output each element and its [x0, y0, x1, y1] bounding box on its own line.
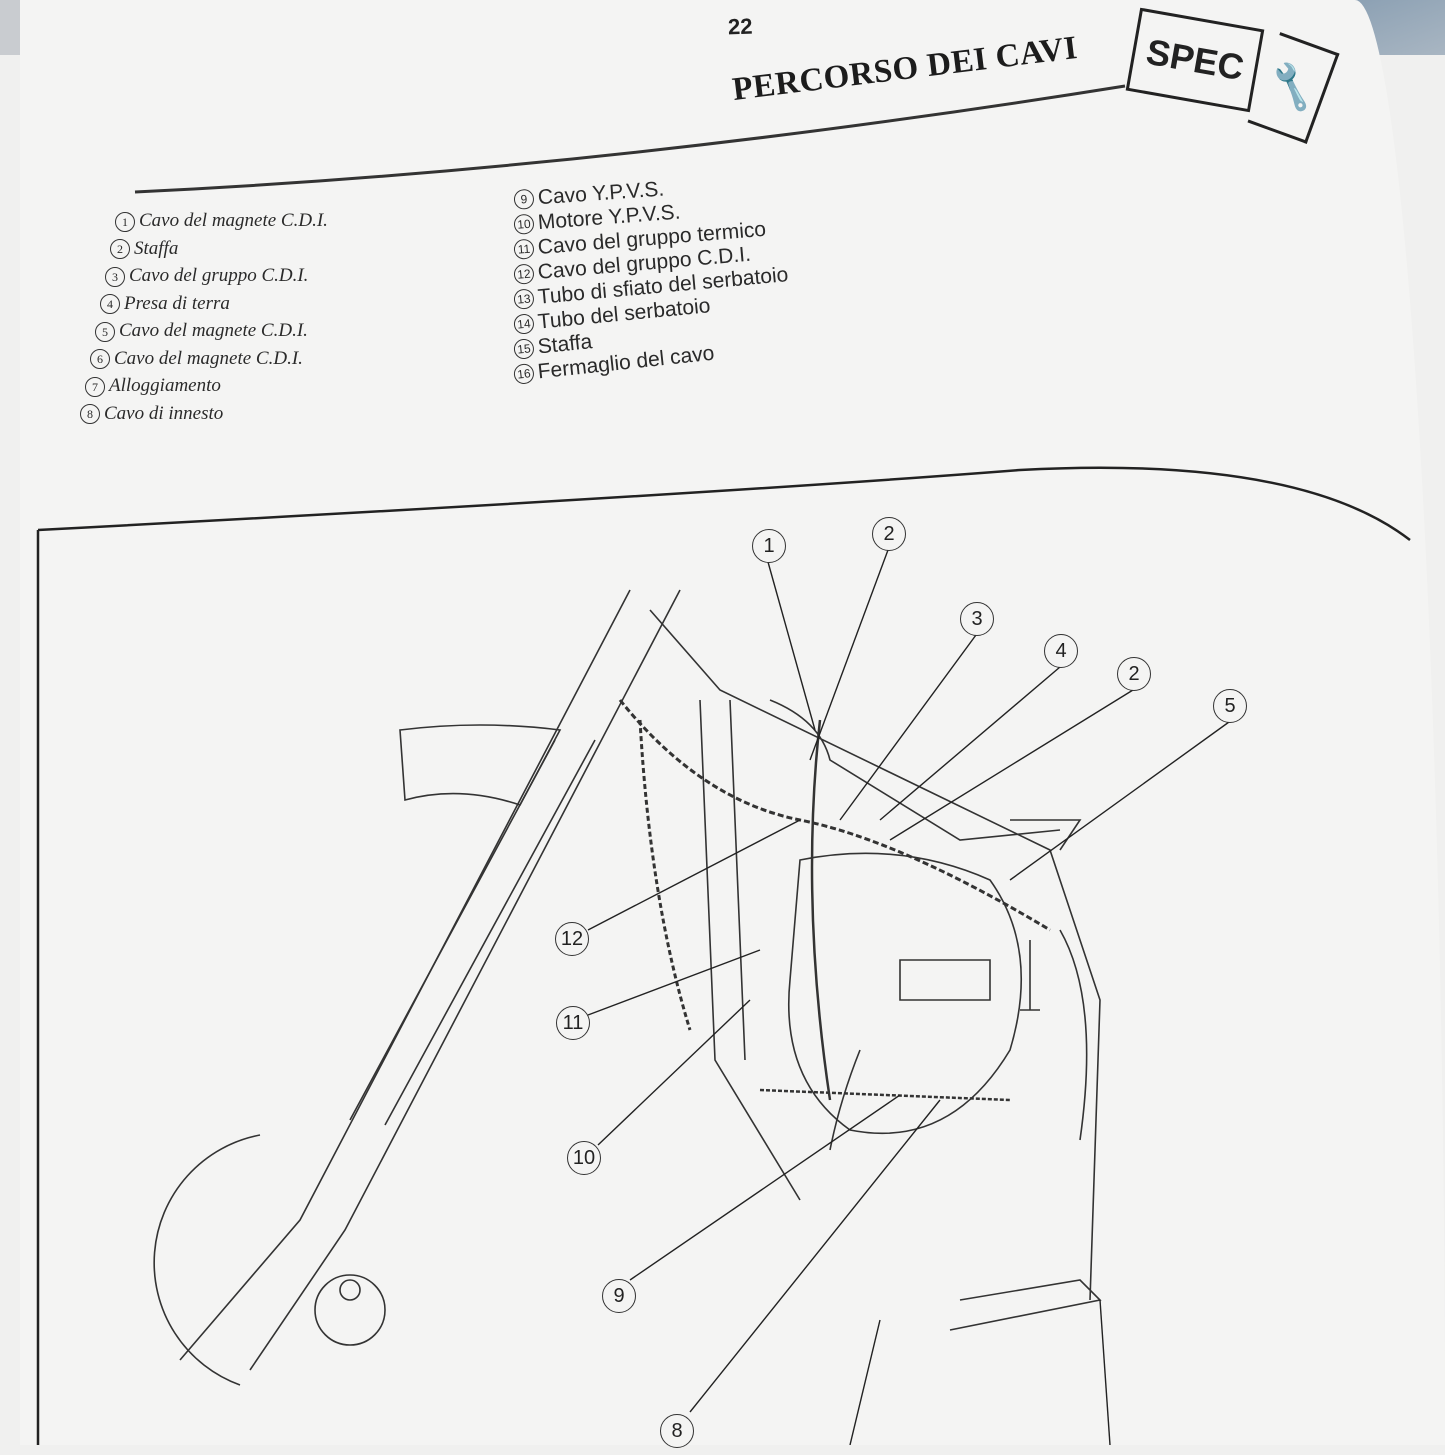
callout-1: 1	[752, 529, 786, 563]
legend-text: Staffa	[134, 237, 179, 259]
callout-5: 5	[1213, 689, 1247, 723]
legend-number: 1	[115, 211, 135, 232]
legend-text: Cavo del magnete C.D.I.	[139, 210, 328, 231]
legend-number: 3	[105, 266, 125, 287]
callout-8: 8	[660, 1414, 694, 1448]
legend-text: Cavo del magnete C.D.I.	[114, 347, 303, 369]
legend-number: 2	[110, 239, 130, 260]
legend-text: Cavo del gruppo C.D.I.	[129, 265, 309, 286]
legend-number: 8	[80, 404, 100, 425]
legend-number: 5	[95, 321, 115, 342]
callout-11: 11	[556, 1006, 590, 1040]
legend-text: Presa di terra	[124, 292, 230, 314]
callout-4: 4	[1044, 634, 1078, 668]
callout-9: 9	[602, 1279, 636, 1313]
legend-text: Cavo del magnete C.D.I.	[119, 320, 308, 341]
callout-2: 2	[1117, 657, 1151, 691]
callout-3: 3	[960, 602, 994, 636]
callout-12: 12	[555, 922, 589, 956]
callout-2: 2	[872, 517, 906, 551]
manual-page	[20, 0, 1445, 1445]
legend-number: 4	[100, 294, 120, 315]
callout-10: 10	[567, 1141, 601, 1175]
legend-number: 6	[90, 349, 110, 370]
legend-text: Cavo di innesto	[104, 402, 224, 424]
legend-number: 7	[85, 376, 105, 397]
legend-text: Alloggiamento	[109, 375, 221, 396]
